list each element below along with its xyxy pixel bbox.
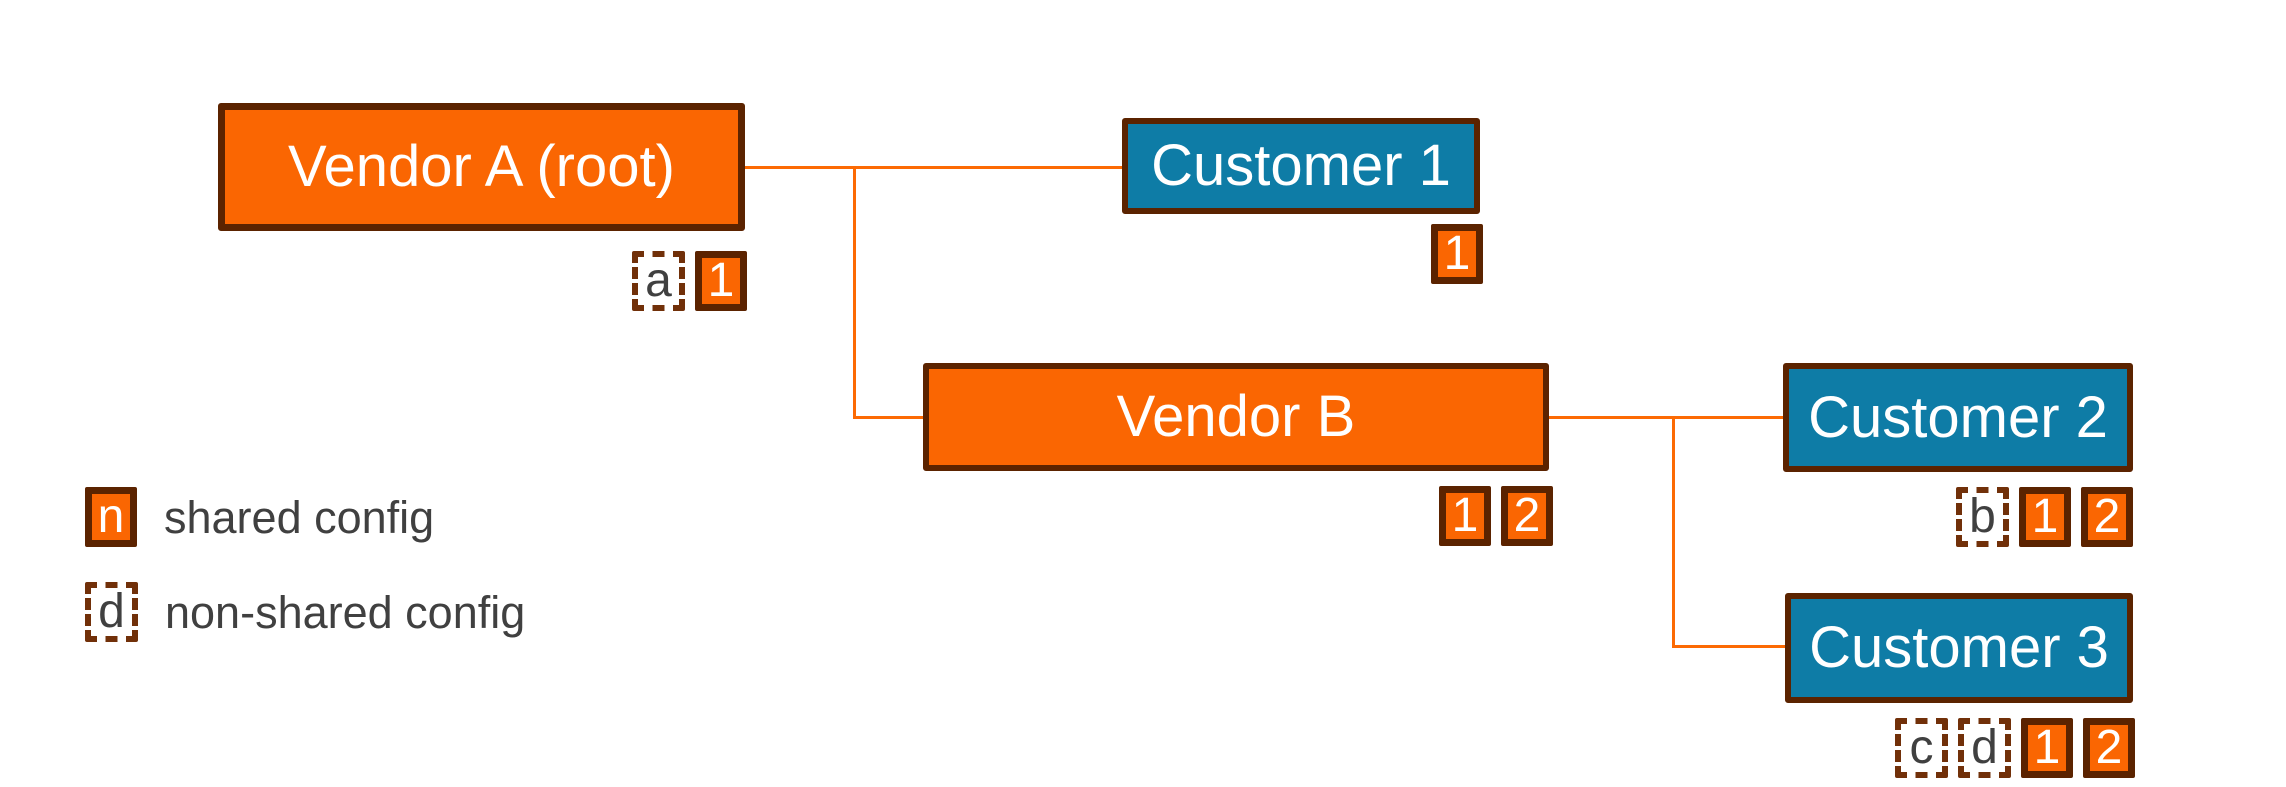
node-customer-3: Customer 3 (1785, 593, 2133, 703)
legend-item-non-shared-config: d non-shared config (85, 582, 525, 642)
edge-vendor-a-branch-drop (853, 166, 856, 419)
config-badges-customer-3: c d 1 2 (1895, 718, 2135, 778)
shared-config-badge: 1 (1439, 486, 1491, 546)
shared-config-badge: 2 (1501, 486, 1553, 546)
legend-label-shared: shared config (164, 491, 435, 543)
edge-vendor-b-to-customer-3 (1672, 645, 1788, 648)
config-badges-vendor-a: a 1 (632, 251, 747, 311)
config-badges-vendor-b: 1 2 (1439, 486, 1553, 546)
shared-config-badge: 2 (2083, 718, 2135, 778)
config-badges-customer-2: b 1 2 (1956, 487, 2133, 547)
legend-item-shared-config: n shared config (85, 487, 434, 547)
shared-config-badge: 1 (695, 251, 747, 311)
edge-vendor-b-to-customer-2 (1549, 416, 1783, 419)
node-label: Customer 2 (1808, 384, 2108, 450)
edge-vendor-b-branch-drop (1672, 416, 1675, 648)
edge-vendor-a-to-customer-1 (745, 166, 1122, 169)
non-shared-config-badge: c (1895, 718, 1948, 778)
shared-config-badge: 2 (2081, 487, 2133, 547)
shared-config-badge: 1 (2019, 487, 2071, 547)
shared-config-badge: 1 (1431, 224, 1483, 284)
shared-config-badge: 1 (2021, 718, 2073, 778)
node-vendor-a-root: Vendor A (root) (218, 103, 745, 231)
node-label: Customer 1 (1151, 133, 1451, 198)
legend-label-non-shared: non-shared config (165, 586, 526, 638)
node-customer-2: Customer 2 (1783, 363, 2133, 472)
node-customer-1: Customer 1 (1122, 118, 1480, 214)
config-badges-customer-1: 1 (1431, 224, 1483, 284)
non-shared-config-badge: a (632, 251, 685, 311)
shared-config-badge-icon: n (85, 487, 137, 547)
node-label: Vendor B (1116, 384, 1356, 449)
node-label: Vendor A (root) (288, 134, 675, 199)
node-label: Customer 3 (1809, 615, 2109, 680)
node-vendor-b: Vendor B (923, 363, 1549, 471)
non-shared-config-badge: b (1956, 487, 2009, 547)
non-shared-config-badge: d (1958, 718, 2011, 778)
edge-vendor-a-to-vendor-b (853, 416, 926, 419)
non-shared-config-badge-icon: d (85, 582, 138, 642)
